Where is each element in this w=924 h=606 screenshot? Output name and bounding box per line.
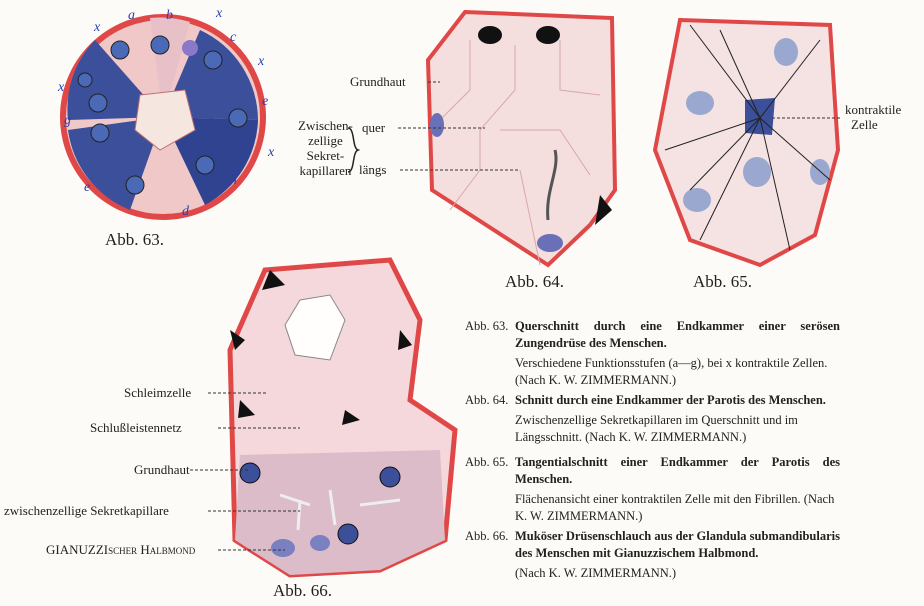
label-line: zellige [308,133,343,148]
fig63-letter: x [268,145,275,160]
caption-note: (Nach K. W. ZIMMERMANN.) [515,566,677,580]
label-kontraktile-zelle: kontraktile Zelle [845,102,901,132]
fig65-caption: Abb. 65. [693,272,753,291]
label-line: kapillaren [299,163,352,178]
caption-title: Tangentialschnitt einer Endkammer der Pa… [515,455,840,486]
brace [347,127,361,173]
fig63-letter: e [262,94,269,109]
label-laengs: längs [359,162,387,177]
caption-abb66: Abb. 66. Muköser Drüsenschlauch aus der … [465,528,840,582]
label-sekretkapillare: zwischenzellige Sekretkapillare [4,503,169,518]
caption-note: Zwischenzellige Sekretkapillaren im Quer… [515,413,798,444]
label-schlussleistennetz: Schlußleistennetz [90,420,182,435]
fig63-letter: f [234,170,238,185]
fig63-letter: c [230,30,237,45]
label-quer: quer [362,120,386,135]
label-line: Zelle [851,117,878,132]
fig63-letter: b [166,8,173,23]
caption-note: Flächenansicht einer kontraktilen Zelle … [515,492,835,523]
caption-title: Schnitt durch eine Endkammer der Parotis… [515,393,826,407]
fig63-letter: d [182,204,189,219]
caption-number: Abb. 63. [465,319,509,333]
fig66-caption: Abb. 66. [273,581,333,600]
caption-number: Abb. 64. [465,393,509,407]
fig63-letter: x [58,80,65,95]
caption-abb65: Abb. 65. Tangentialschnitt einer Endkamm… [465,454,840,525]
caption-number: Abb. 66. [465,529,509,543]
label-halbmond: GIANUZZIscher Halbmond [46,542,196,557]
label-line: kontraktile [845,102,902,117]
caption-title: Querschnitt durch eine Endkammer einer s… [515,319,840,350]
label-line: Sekret- [306,148,345,163]
fig63-drawing [60,14,266,220]
fig63-letter: x [258,54,265,69]
caption-abb64: Abb. 64. Schnitt durch eine Endkammer de… [465,392,840,446]
label-line: Zwischen- [298,118,353,133]
fig63-letter: x [216,6,223,21]
fig63-letter: x [94,20,101,35]
fig63-letter: g [64,113,71,128]
fig64-drawing [425,9,618,268]
label-grundhaut: Grundhaut [134,462,190,477]
fig63-letter: a [128,8,135,23]
fig63-caption: Abb. 63. [105,230,165,249]
label-grundhaut: Grundhaut [350,74,406,89]
label-zwischenzellige: Zwischen- zellige Sekret- kapillaren [298,118,353,178]
fig64-caption: Abb. 64. [505,272,565,291]
fig65-drawing [652,17,841,268]
caption-abb63: Abb. 63. Querschnitt durch eine Endkamme… [465,318,840,389]
caption-note: Verschiedene Funktionsstufen (a—g), bei … [515,356,828,387]
caption-number: Abb. 65. [465,455,509,469]
fig63-letter: e [84,180,91,195]
fig66-drawing [227,257,458,578]
caption-title: Muköser Drüsenschlauch aus der Glandula … [515,529,840,560]
label-schleimzelle: Schleimzelle [124,385,192,400]
